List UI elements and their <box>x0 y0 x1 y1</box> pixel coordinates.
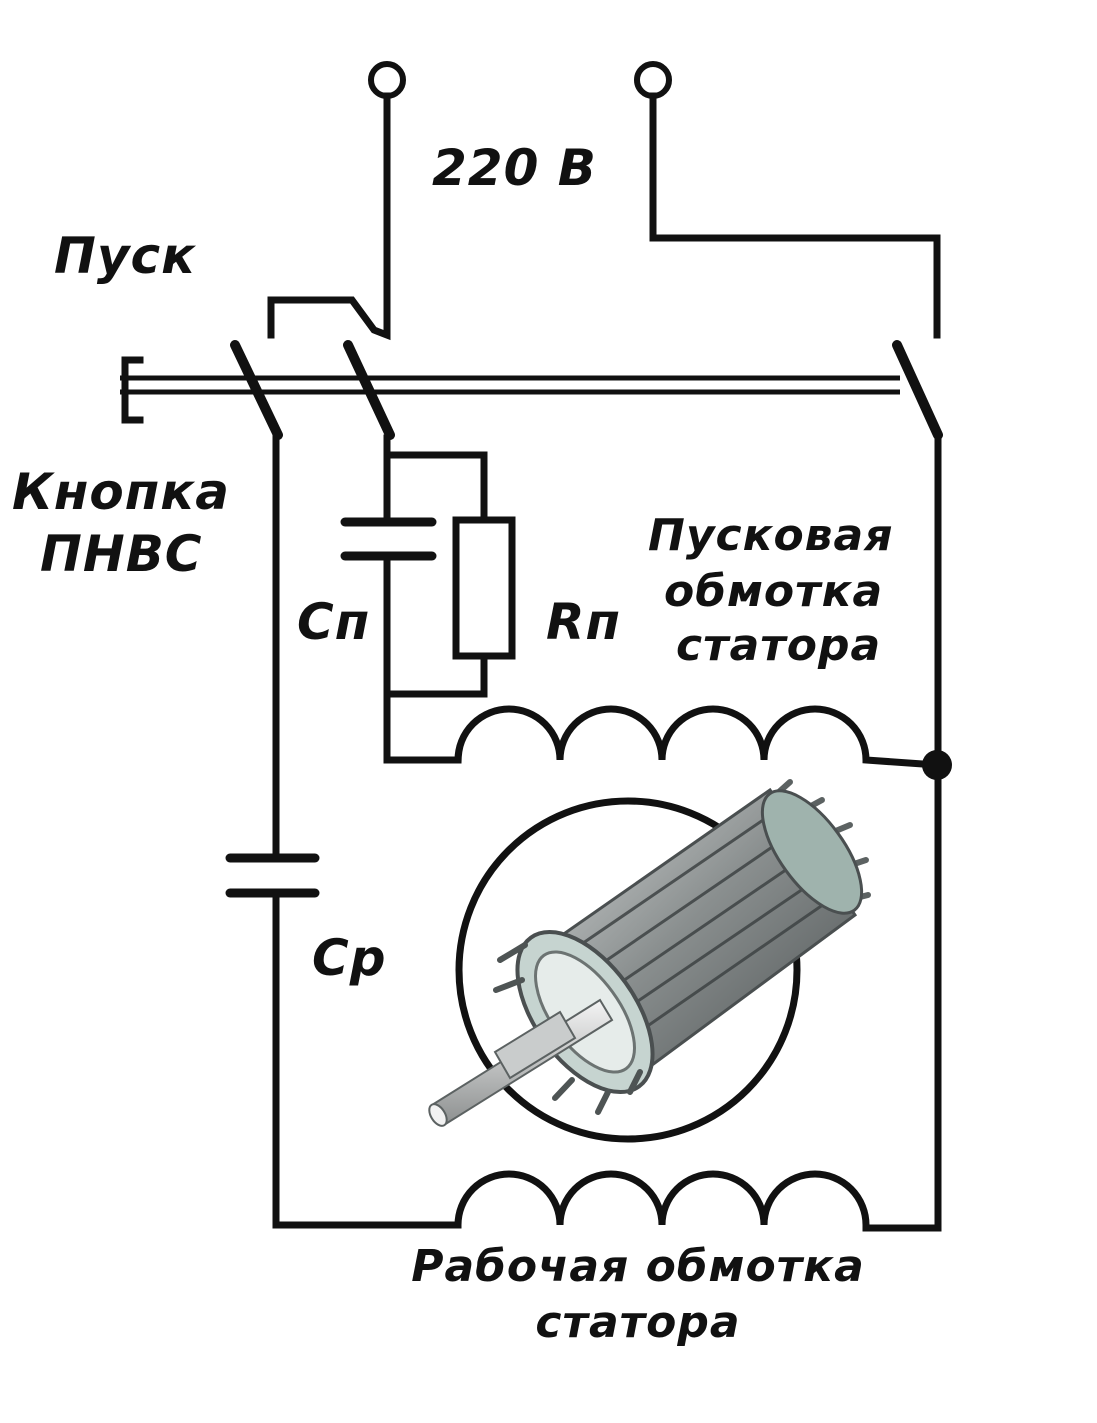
button-label-line1: Кнопка <box>12 463 230 521</box>
run-capacitor <box>225 853 320 898</box>
start-winding-coil <box>454 705 941 769</box>
start-branch-wire <box>383 434 488 524</box>
start-winding-label-line2: обмотка <box>664 566 884 617</box>
button-actuator[interactable] <box>120 356 900 424</box>
start-resistor <box>452 516 516 660</box>
voltage-label: 220 В <box>432 139 597 197</box>
button-label-line2: ПНВС <box>40 525 203 583</box>
switch-contact-2[interactable] <box>343 340 395 440</box>
start-resistor-label: Rп <box>546 593 622 651</box>
start-capacitor <box>340 517 437 561</box>
start-label: Пуск <box>54 227 197 285</box>
run-winding-coil <box>454 1170 870 1229</box>
start-capacitor-label: Сп <box>297 593 371 651</box>
run-winding-label-line1: Рабочая обмотка <box>411 1241 865 1292</box>
start-branch-cap-lower <box>383 552 462 764</box>
resistor-lower-wire <box>383 652 488 698</box>
run-capacitor-label: Ср <box>312 929 387 987</box>
terminal-right-icon[interactable] <box>634 61 672 99</box>
run-winding-label-line2: статора <box>535 1297 741 1348</box>
supply-wire-left <box>267 92 391 341</box>
switch-contact-1[interactable] <box>230 340 283 440</box>
junction-node <box>922 750 952 780</box>
terminal-left-icon[interactable] <box>368 61 406 99</box>
supply-wire-right <box>649 92 941 339</box>
run-rail-lower <box>272 889 462 1229</box>
start-winding-label-line1: Пусковая <box>648 510 894 561</box>
right-rail <box>862 434 942 1232</box>
start-winding-label-line3: статора <box>676 620 882 671</box>
motor-rotor-icon <box>428 779 871 1143</box>
switch-contact-3[interactable] <box>892 340 943 440</box>
